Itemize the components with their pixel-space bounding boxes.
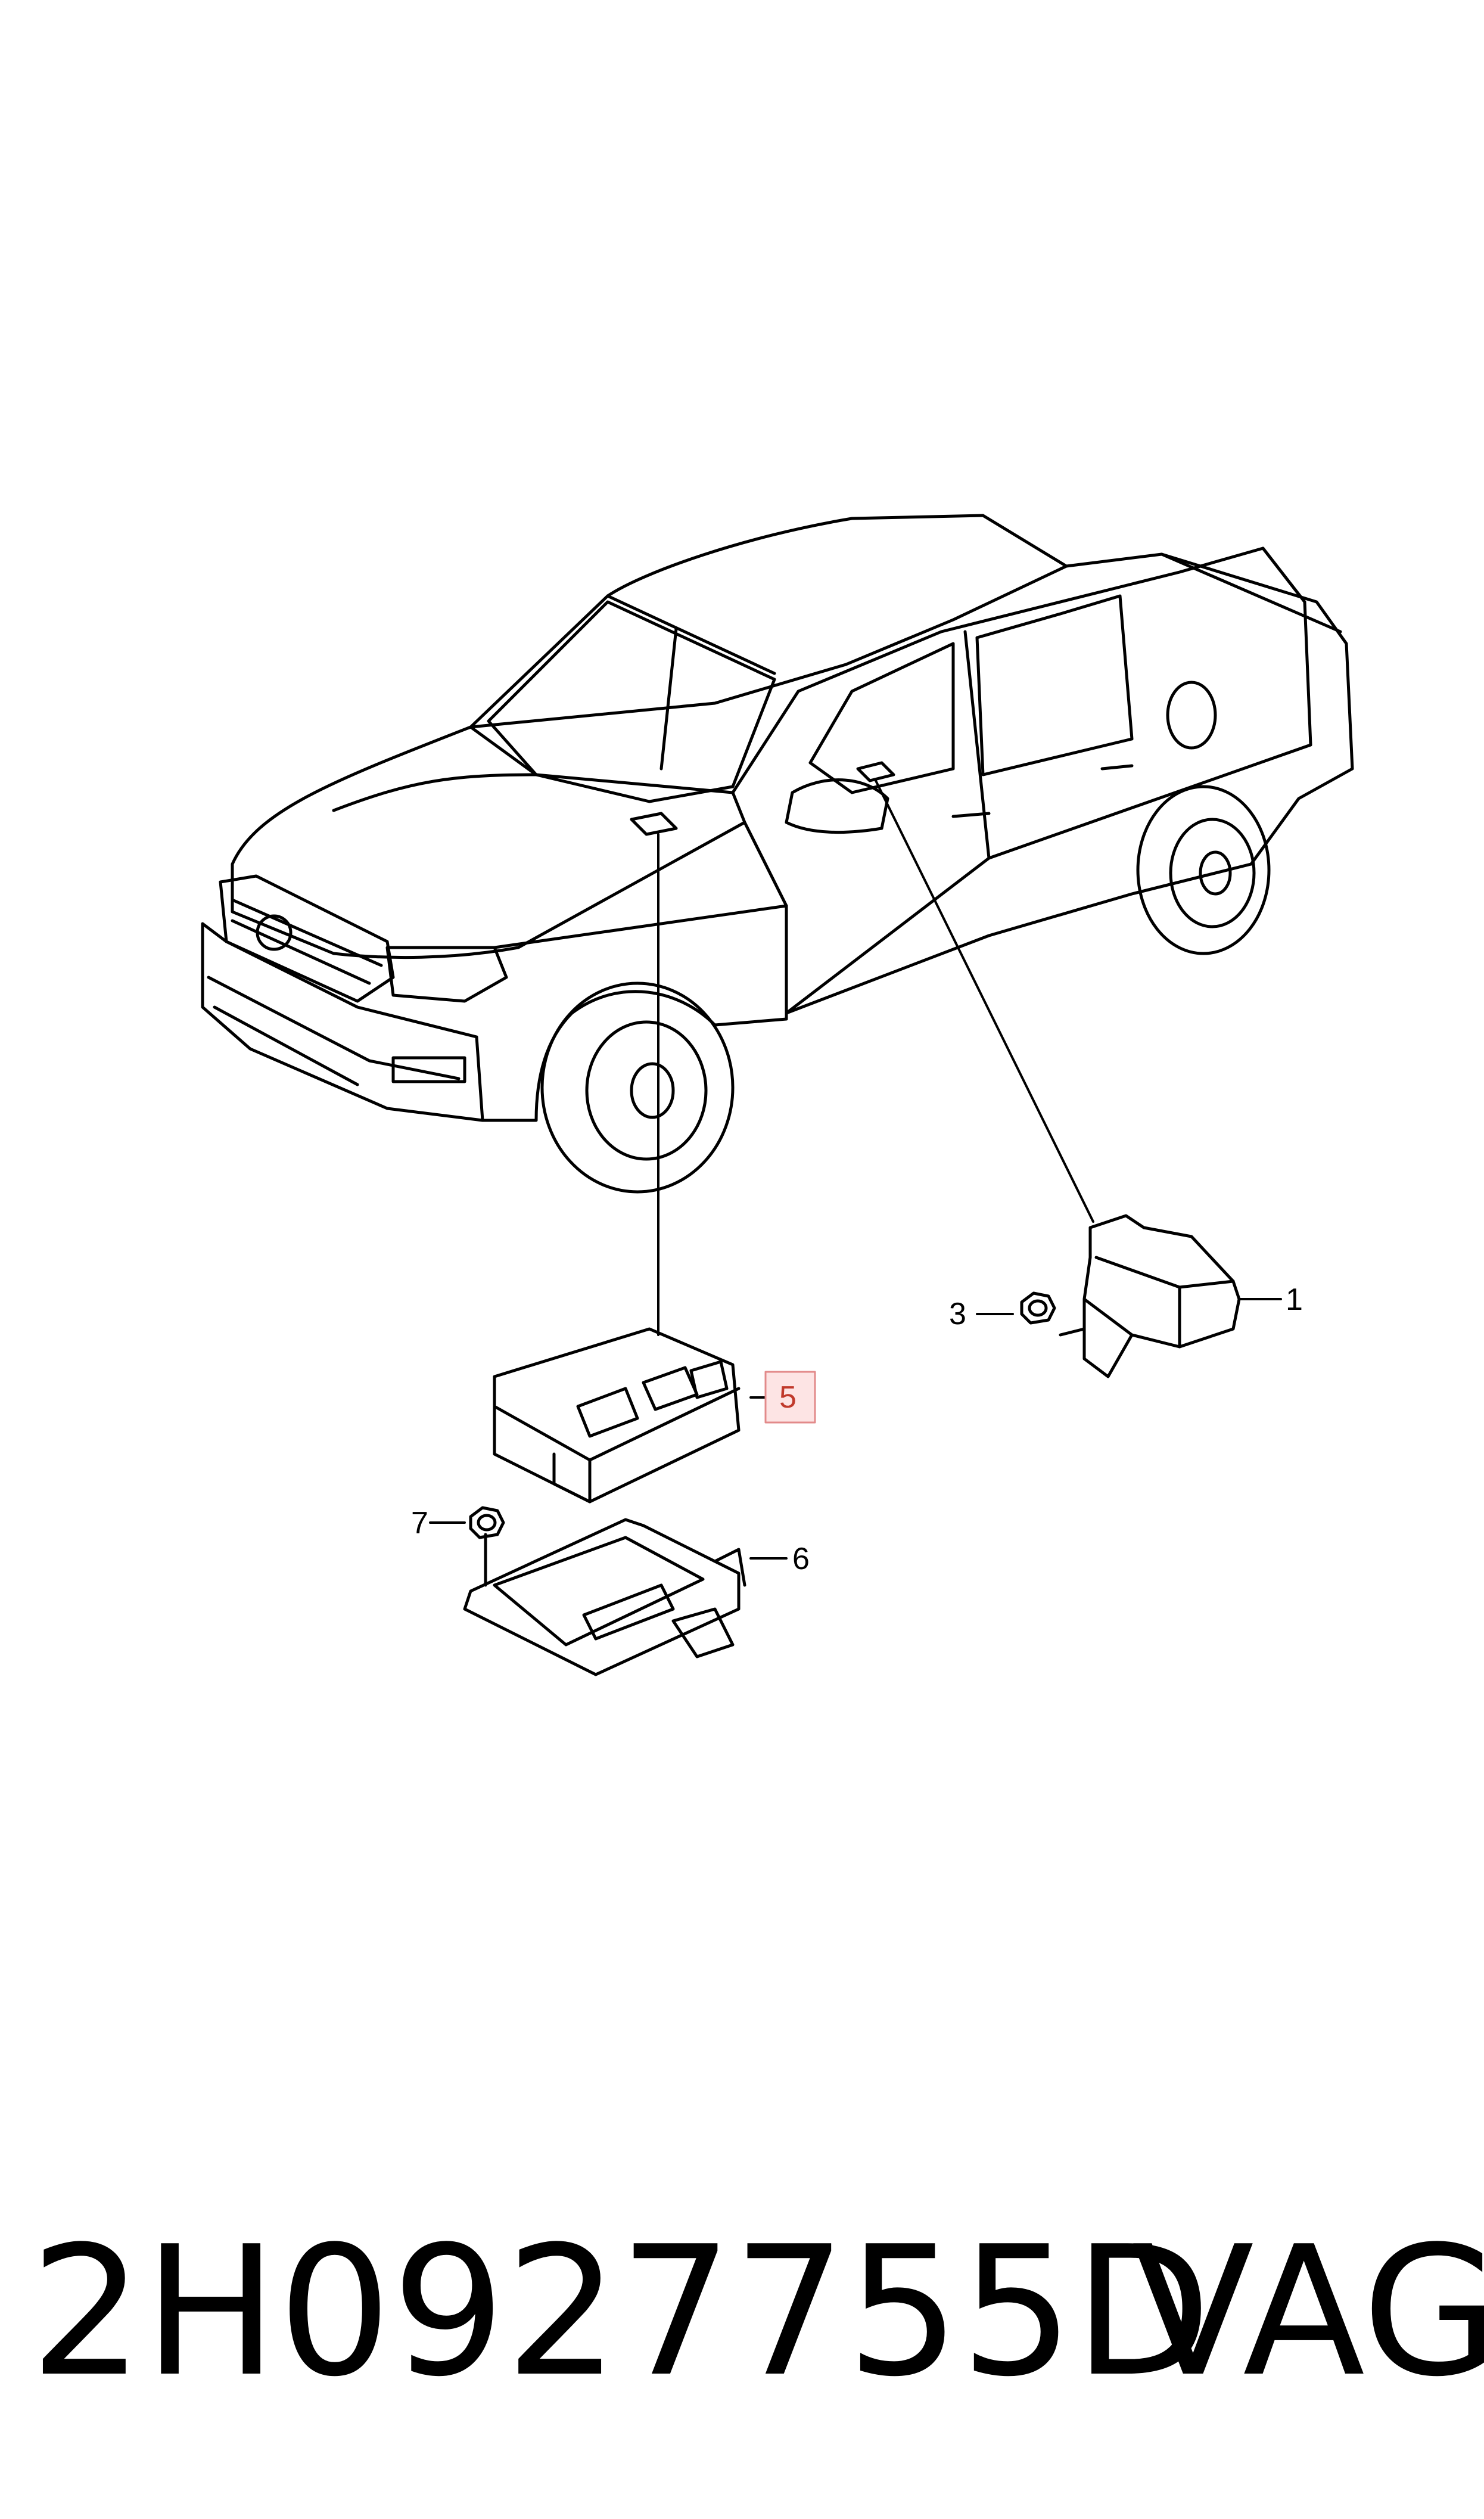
callout-6: 6	[792, 1542, 810, 1576]
part-number: 2H0927755D	[30, 2208, 1212, 2416]
marker-5-location	[630, 812, 678, 836]
footer: 2H0927755D VAG	[30, 2208, 1484, 2416]
callout-3: 3	[949, 1297, 966, 1331]
part-6-bracket	[463, 1518, 746, 1676]
part-1-control-unit	[1059, 1214, 1241, 1378]
marker-1-location	[856, 761, 895, 782]
part-7-nut	[469, 1506, 505, 1539]
part-5-module	[493, 1327, 741, 1504]
vehicle-illustration	[201, 514, 1354, 1194]
callout-5-highlight	[764, 1371, 816, 1424]
brand-label: VAG	[1132, 2208, 1484, 2416]
callout-7: 7	[411, 1506, 428, 1540]
callout-5: 5	[779, 1380, 797, 1415]
part-3-nut	[1020, 1291, 1056, 1325]
callout-1: 1	[1286, 1282, 1303, 1317]
